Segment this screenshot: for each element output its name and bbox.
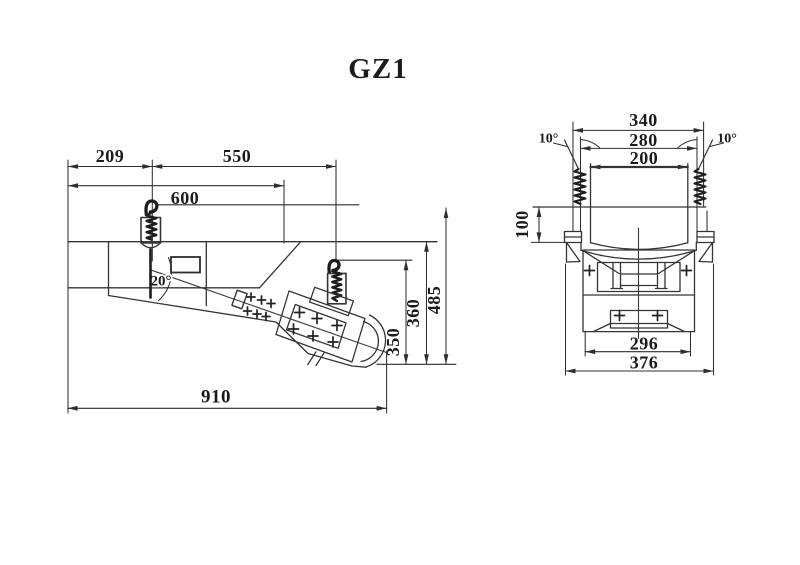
dim-340: 340 xyxy=(572,110,705,133)
dim-910: 910 xyxy=(67,387,388,411)
side-arm-block xyxy=(231,289,248,310)
side-drive-unit xyxy=(275,290,366,363)
side-terminal-box xyxy=(170,256,201,274)
dim-100-label: 100 xyxy=(512,210,532,239)
dim-280-label: 280 xyxy=(629,130,658,150)
dim-600-label: 600 xyxy=(171,188,200,208)
front-plus-marks xyxy=(583,264,693,322)
side-spring-front xyxy=(140,199,162,299)
dim-296: 296 xyxy=(584,334,692,355)
dim-376: 376 xyxy=(564,353,715,374)
side-view: 209 550 600 910 350 xyxy=(67,146,457,414)
dim-350-360-485: 350 360 485 xyxy=(336,207,457,365)
dim-360-label: 360 xyxy=(403,299,423,328)
dim-280: 280 xyxy=(579,130,698,151)
dim-209-label: 209 xyxy=(96,146,125,166)
dim-376-label: 376 xyxy=(630,353,659,373)
dim-910-label: 910 xyxy=(201,387,231,408)
front-view: 340 280 200 10° 10° xyxy=(512,110,737,376)
side-drive-plus-marks xyxy=(287,306,343,348)
side-spring-rear xyxy=(326,258,347,305)
front-spring-right xyxy=(693,167,707,206)
dim-340-label: 340 xyxy=(629,110,658,130)
dim-209-550: 209 550 xyxy=(67,146,337,169)
angle-20-label: 20° xyxy=(151,274,172,290)
side-discharge-spout xyxy=(360,314,387,368)
angle-10-left: 10° xyxy=(539,132,601,170)
angle-10-right: 10° xyxy=(677,132,737,170)
front-lug-left xyxy=(563,230,583,263)
dim-200-label: 200 xyxy=(630,148,659,168)
side-extension-lines xyxy=(67,159,388,414)
angle-20: 20° xyxy=(149,256,173,302)
front-drive-unit xyxy=(582,249,696,333)
side-hopper xyxy=(67,241,438,368)
dim-550-label: 550 xyxy=(223,146,252,166)
front-spring-left xyxy=(573,167,587,206)
dim-600: 600 xyxy=(67,183,285,208)
front-lug-right xyxy=(696,230,715,263)
side-arm-plus-marks xyxy=(242,292,276,322)
dim-100: 100 xyxy=(512,206,566,243)
angle-10-left-label: 10° xyxy=(539,132,559,147)
dim-296-label: 296 xyxy=(630,334,659,354)
dim-350-label: 350 xyxy=(383,328,403,357)
drawing-title: GZ1 xyxy=(348,53,407,85)
angle-10-right-label: 10° xyxy=(717,132,737,147)
front-pedestal xyxy=(592,309,686,333)
side-spring-bracket xyxy=(308,286,355,317)
side-bottom-bracket xyxy=(307,351,325,367)
dim-485-label: 485 xyxy=(424,286,444,315)
side-axis-line xyxy=(151,269,388,354)
